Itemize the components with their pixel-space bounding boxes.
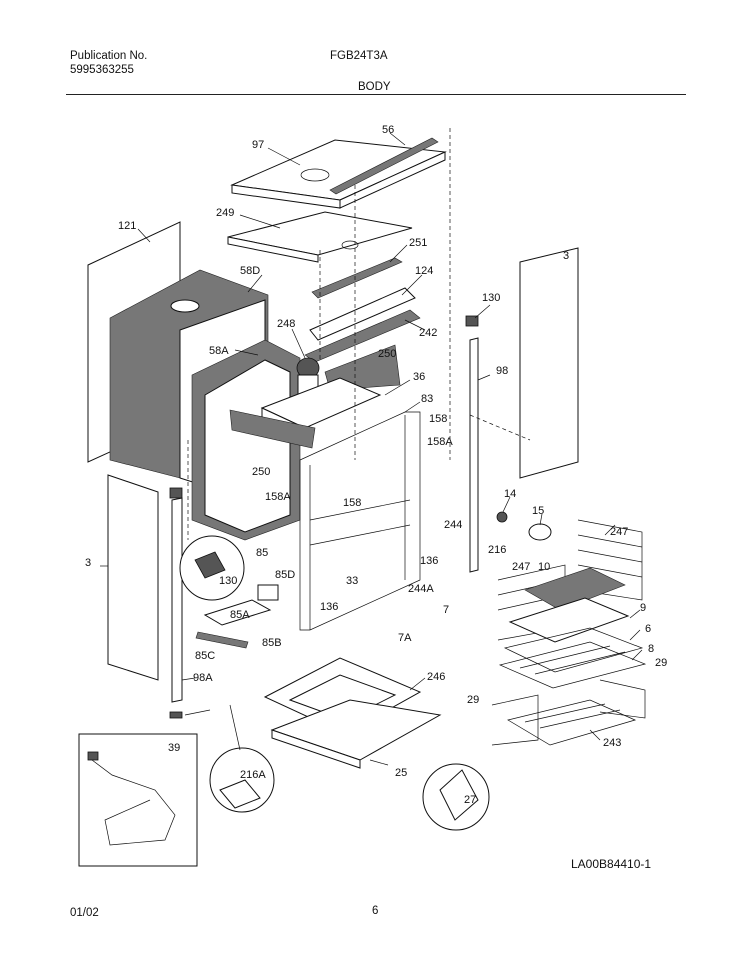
detail-27 <box>422 763 490 831</box>
callout-3-right: 3 <box>563 250 569 262</box>
shield-85A <box>203 599 272 626</box>
header-rule <box>66 94 686 95</box>
callout-247-right: 247 <box>610 526 628 538</box>
callout-39: 39 <box>168 742 180 754</box>
callout-130-detail: 130 <box>219 575 237 587</box>
drawing-code: LA00B84410-1 <box>571 857 652 871</box>
callout-158-top: 158 <box>429 413 447 425</box>
oven-rack-8 <box>498 641 647 689</box>
callout-216: 216 <box>488 544 506 556</box>
callout-158A-top: 158A <box>427 436 453 448</box>
callout-85C: 85C <box>195 650 215 662</box>
callout-247-left: 247 <box>512 561 530 573</box>
rail-98 <box>465 315 479 573</box>
callout-7A: 7A <box>398 632 412 644</box>
callout-248: 248 <box>277 318 295 330</box>
callout-136-right: 136 <box>420 555 438 567</box>
detail-216A <box>209 747 275 813</box>
detail-39-power-cord <box>78 733 198 867</box>
lamp-bulb-15 <box>528 523 552 541</box>
callout-85: 85 <box>256 547 268 559</box>
section-title: BODY <box>358 81 391 93</box>
rail-98A <box>169 487 183 719</box>
panel-3-right <box>519 247 579 479</box>
callout-249: 249 <box>216 207 234 219</box>
callout-158-mid: 158 <box>343 497 361 509</box>
burner-248 <box>296 357 320 396</box>
callout-3-left: 3 <box>85 557 91 569</box>
callout-8: 8 <box>648 643 654 655</box>
callout-251: 251 <box>409 237 427 249</box>
callout-58A: 58A <box>209 345 229 357</box>
callout-216A: 216A <box>240 769 266 781</box>
callout-29-left: 29 <box>467 694 479 706</box>
callout-29-right: 29 <box>655 657 667 669</box>
broiler-pan-10 <box>524 567 626 611</box>
callout-243: 243 <box>603 737 621 749</box>
rail-251 <box>311 257 403 299</box>
footer-date: 01/02 <box>70 907 99 919</box>
oven-frame <box>299 411 421 631</box>
callout-labels: 97 56 249 121 58D 251 124 3 130 248 242 … <box>85 124 667 806</box>
oven-rack-6 <box>503 627 644 673</box>
callout-158A-mid: 158A <box>265 491 291 503</box>
callout-121: 121 <box>118 220 136 232</box>
callout-6: 6 <box>645 623 651 635</box>
bracket-85 <box>257 584 279 601</box>
callout-15: 15 <box>532 505 544 517</box>
callout-242: 242 <box>419 327 437 339</box>
callout-10: 10 <box>538 561 550 573</box>
callout-36: 36 <box>413 371 425 383</box>
callout-85D: 85D <box>275 569 295 581</box>
callout-85B: 85B <box>262 637 282 649</box>
callout-25: 25 <box>395 767 407 779</box>
side-rack-29 <box>491 679 646 746</box>
callout-33: 33 <box>346 575 358 587</box>
leader-lines <box>100 132 643 766</box>
callout-58D: 58D <box>240 265 260 277</box>
callout-7: 7 <box>443 604 449 616</box>
model-number: FGB24T3A <box>330 50 388 62</box>
callout-98: 98 <box>496 365 508 377</box>
publication-number: 5995363255 <box>70 64 134 76</box>
top-panel-97 <box>230 139 447 209</box>
callout-250-top: 250 <box>378 348 396 360</box>
rail-250-bottom <box>229 409 316 449</box>
assembly-guides <box>187 128 531 540</box>
callout-98A: 98A <box>193 672 213 684</box>
callout-250-bottom: 250 <box>252 466 270 478</box>
callout-97: 97 <box>252 139 264 151</box>
callout-9: 9 <box>640 602 646 614</box>
rack-247-right <box>577 519 643 601</box>
callout-27: 27 <box>464 794 476 806</box>
callout-56: 56 <box>382 124 394 136</box>
callout-83: 83 <box>421 393 433 405</box>
rack-243 <box>507 699 637 746</box>
strip-85C <box>195 631 249 649</box>
detail-130 <box>179 535 245 601</box>
pan-9 <box>508 597 630 643</box>
panel-249 <box>227 211 413 263</box>
callout-14: 14 <box>504 488 516 500</box>
wrap-58A <box>191 339 301 541</box>
page-number: 6 <box>372 905 379 917</box>
panel-3-left <box>107 474 159 681</box>
callout-124: 124 <box>415 265 433 277</box>
publication-label: Publication No. <box>70 50 148 62</box>
rail-56 <box>329 137 439 195</box>
callout-244: 244 <box>444 519 462 531</box>
callout-246: 246 <box>427 671 445 683</box>
lamp-socket-14 <box>496 511 508 523</box>
callout-85A: 85A <box>230 609 250 621</box>
callout-136-left: 136 <box>320 601 338 613</box>
panel-25 <box>270 699 442 769</box>
callout-244A: 244A <box>408 583 434 595</box>
callout-130-top: 130 <box>482 292 500 304</box>
rail-124 <box>309 287 416 341</box>
